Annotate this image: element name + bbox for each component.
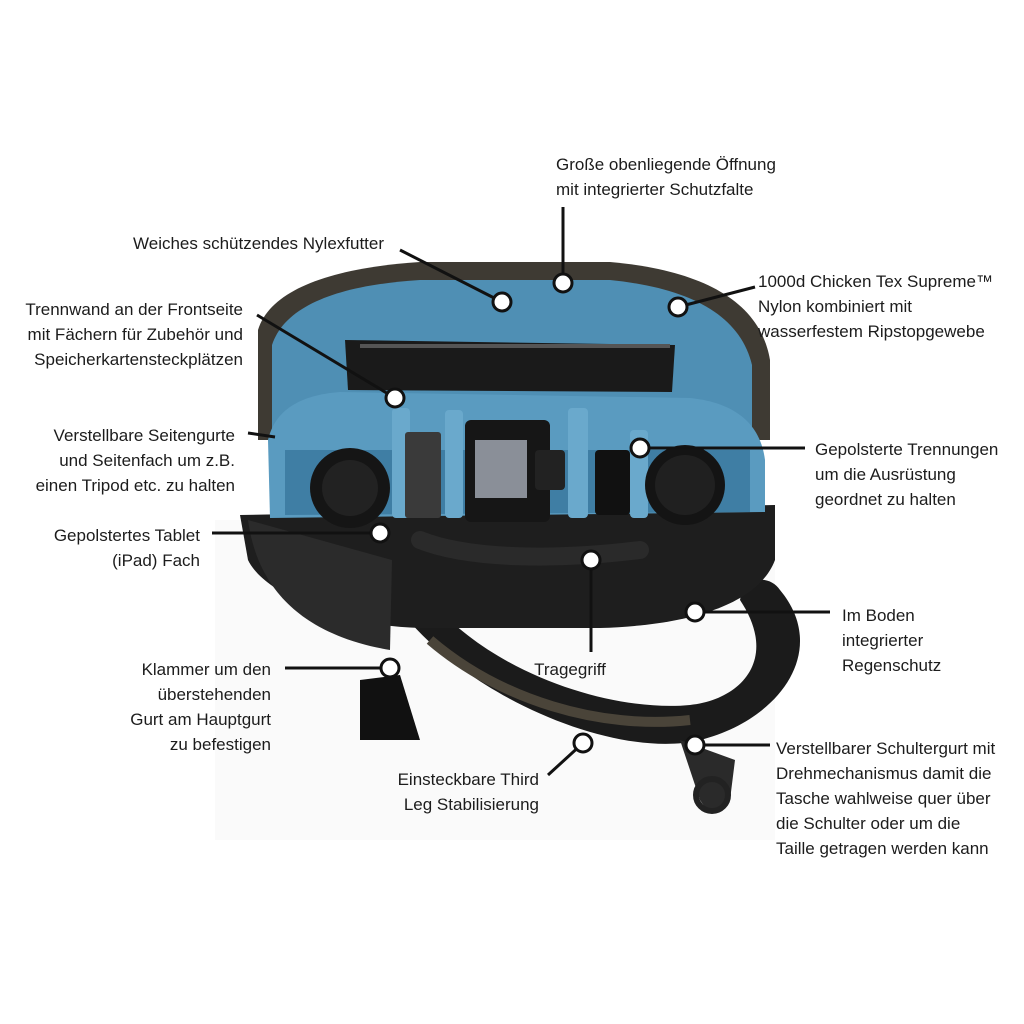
marker-shoulder-strap	[684, 734, 706, 756]
strap-brown-trim	[426, 636, 691, 727]
callout-markers	[369, 272, 706, 756]
marker-handle	[580, 549, 602, 571]
label-third-leg: Einsteckbare Third Leg Stabilisierung	[397, 770, 539, 814]
marker-material	[667, 296, 689, 318]
leader-front-divider	[256, 313, 396, 400]
lens-middle	[595, 450, 630, 515]
side-pocket	[248, 520, 392, 650]
marker-front-divider	[384, 387, 406, 409]
label-shoulder-strap: Verstellbarer Schultergurt mit Drehmecha…	[776, 739, 996, 858]
carry-handle	[411, 531, 649, 566]
clip-strap	[360, 675, 420, 740]
label-lining: Weiches schützendes Nylexfutter	[133, 234, 385, 253]
marker-rain-cover	[684, 601, 706, 623]
marker-lining	[491, 291, 513, 313]
lens-right-cap	[655, 455, 715, 515]
marker-third-leg	[572, 732, 594, 754]
label-padded-dividers: Gepolsterte Trennungen um die Ausrüstung…	[815, 440, 999, 509]
leader-material	[677, 285, 756, 309]
marker-clip	[379, 657, 401, 679]
label-top-opening: Große obenliegende Öffnung mit integrier…	[556, 155, 776, 199]
strap-buckle	[680, 740, 735, 813]
label-side-straps: Verstellbare Seitengurte und Seitenfach …	[35, 426, 235, 495]
flash-unit	[405, 432, 441, 518]
label-rain-cover: Im Boden integrierter Regenschutz	[842, 606, 942, 675]
marker-top-opening	[552, 272, 574, 294]
label-clip: Klammer um den überstehenden Gurt am Hau…	[130, 660, 271, 754]
marker-padded-dividers	[629, 437, 651, 459]
divider-2	[445, 410, 463, 518]
pocket-zipper	[360, 344, 670, 348]
label-handle: Tragegriff	[534, 660, 606, 679]
divider-3	[568, 408, 588, 518]
leader-side-straps	[247, 431, 276, 439]
camera-screen	[475, 440, 527, 498]
label-front-divider: Trennwand an der Frontseite mit Fächern …	[25, 300, 243, 369]
label-material: 1000d Chicken Tex Supreme™ Nylon kombini…	[758, 272, 993, 341]
d-ring	[693, 776, 731, 814]
marker-tablet	[369, 522, 391, 544]
leader-lining	[399, 248, 503, 304]
shoulder-strap	[400, 579, 801, 744]
mesh-pocket	[345, 340, 675, 392]
camera-grip	[535, 450, 565, 490]
lens-left-cap	[322, 460, 378, 516]
label-tablet: Gepolstertes Tablet (iPad) Fach	[53, 526, 200, 570]
